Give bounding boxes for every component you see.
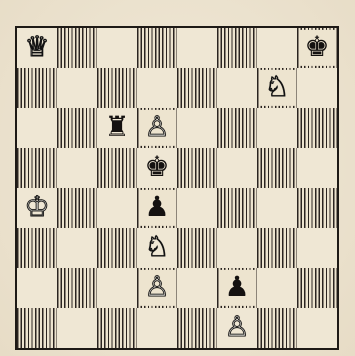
square-b6[interactable] — [57, 108, 97, 148]
square-d7[interactable] — [137, 68, 177, 108]
square-e5[interactable] — [177, 148, 217, 188]
square-a5[interactable] — [17, 148, 57, 188]
square-b2[interactable] — [57, 268, 97, 308]
black-pawn-f2-icon[interactable]: ♟ — [223, 273, 251, 301]
square-h8[interactable]: ♚ — [297, 28, 337, 68]
square-a6[interactable] — [17, 108, 57, 148]
square-e6[interactable] — [177, 108, 217, 148]
square-e2[interactable] — [177, 268, 217, 308]
square-d1[interactable] — [137, 308, 177, 348]
black-king-d5-icon[interactable]: ♚ — [143, 153, 171, 181]
square-f1[interactable]: ♙ — [217, 308, 257, 348]
square-c4[interactable] — [97, 188, 137, 228]
square-a2[interactable] — [17, 268, 57, 308]
white-queen-a8-icon[interactable]: ♕ — [23, 33, 51, 61]
chess-board: ♕ ♚ ♘ ♜ ♙ ♚ ♔ ♟ ♘ ♙ ♟ ♙ — [15, 26, 339, 350]
square-c3[interactable] — [97, 228, 137, 268]
white-king-a4-icon[interactable]: ♔ — [23, 193, 51, 221]
square-e4[interactable] — [177, 188, 217, 228]
white-pawn-d6-icon[interactable]: ♙ — [143, 113, 171, 141]
square-c1[interactable] — [97, 308, 137, 348]
black-king-h8-icon[interactable]: ♚ — [303, 33, 331, 61]
square-f5[interactable] — [217, 148, 257, 188]
square-g7[interactable]: ♘ — [257, 68, 297, 108]
square-b8[interactable] — [57, 28, 97, 68]
square-b5[interactable] — [57, 148, 97, 188]
square-d2[interactable]: ♙ — [137, 268, 177, 308]
square-h3[interactable] — [297, 228, 337, 268]
black-rook-c6-icon[interactable]: ♜ — [103, 113, 131, 141]
square-h6[interactable] — [297, 108, 337, 148]
square-c6[interactable]: ♜ — [97, 108, 137, 148]
square-b7[interactable] — [57, 68, 97, 108]
square-g2[interactable] — [257, 268, 297, 308]
square-e3[interactable] — [177, 228, 217, 268]
square-h2[interactable] — [297, 268, 337, 308]
square-c8[interactable] — [97, 28, 137, 68]
square-d6[interactable]: ♙ — [137, 108, 177, 148]
white-knight-g7-icon[interactable]: ♘ — [263, 73, 291, 101]
square-f8[interactable] — [217, 28, 257, 68]
square-b4[interactable] — [57, 188, 97, 228]
white-knight-d3-icon[interactable]: ♘ — [143, 233, 171, 261]
square-g4[interactable] — [257, 188, 297, 228]
square-f4[interactable] — [217, 188, 257, 228]
square-g1[interactable] — [257, 308, 297, 348]
square-h5[interactable] — [297, 148, 337, 188]
square-d4[interactable]: ♟ — [137, 188, 177, 228]
square-d8[interactable] — [137, 28, 177, 68]
square-f3[interactable] — [217, 228, 257, 268]
black-pawn-d4-icon[interactable]: ♟ — [143, 193, 171, 221]
square-b1[interactable] — [57, 308, 97, 348]
square-f7[interactable] — [217, 68, 257, 108]
square-c2[interactable] — [97, 268, 137, 308]
square-e7[interactable] — [177, 68, 217, 108]
square-a3[interactable] — [17, 228, 57, 268]
square-c5[interactable] — [97, 148, 137, 188]
square-d5[interactable]: ♚ — [137, 148, 177, 188]
square-h1[interactable] — [297, 308, 337, 348]
square-f2[interactable]: ♟ — [217, 268, 257, 308]
square-d3[interactable]: ♘ — [137, 228, 177, 268]
square-b3[interactable] — [57, 228, 97, 268]
square-a4[interactable]: ♔ — [17, 188, 57, 228]
square-f6[interactable] — [217, 108, 257, 148]
square-a8[interactable]: ♕ — [17, 28, 57, 68]
square-g6[interactable] — [257, 108, 297, 148]
square-h4[interactable] — [297, 188, 337, 228]
square-g3[interactable] — [257, 228, 297, 268]
square-c7[interactable] — [97, 68, 137, 108]
square-e8[interactable] — [177, 28, 217, 68]
white-pawn-f1-icon[interactable]: ♙ — [223, 313, 251, 341]
square-g5[interactable] — [257, 148, 297, 188]
square-a1[interactable] — [17, 308, 57, 348]
square-a7[interactable] — [17, 68, 57, 108]
square-g8[interactable] — [257, 28, 297, 68]
square-e1[interactable] — [177, 308, 217, 348]
white-pawn-d2-icon[interactable]: ♙ — [143, 273, 171, 301]
square-h7[interactable] — [297, 68, 337, 108]
